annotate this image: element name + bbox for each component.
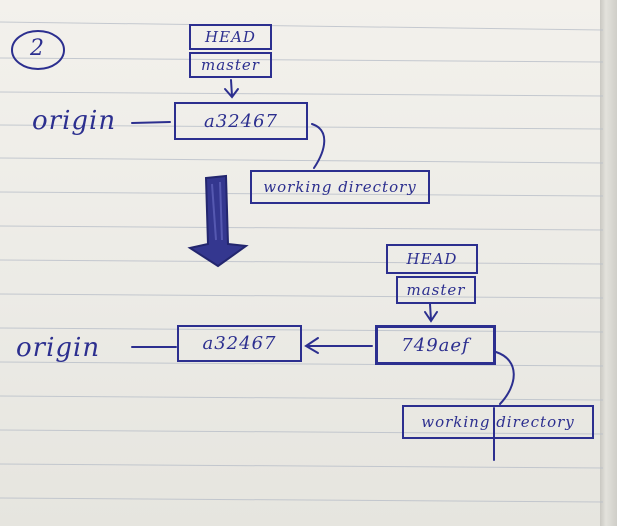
branch-label-top: master — [201, 56, 260, 74]
head-label-bottom: HEAD — [406, 250, 458, 268]
commit-box-top: a32467 — [174, 102, 308, 140]
step-number: 2 — [30, 36, 45, 61]
remote-commit-box-bottom: a32467 — [177, 325, 302, 362]
commit-id-bottom: 749aef — [401, 334, 470, 356]
origin-label-bottom: origin — [16, 333, 101, 363]
transition-arrow-icon — [187, 174, 249, 268]
origin-connector-top — [131, 121, 171, 124]
origin-label-top: origin — [32, 106, 117, 136]
workdir-link-top — [311, 123, 326, 169]
commit-box-bottom: 749aef — [375, 325, 496, 365]
workdir-link-bottom — [495, 351, 515, 405]
page-edge — [600, 0, 617, 526]
parent-arrow — [304, 337, 373, 354]
remote-commit-id-bottom: a32467 — [202, 333, 277, 354]
commit-id-top: a32467 — [204, 110, 278, 132]
workdir-label-bottom: working directory — [421, 413, 575, 431]
workdir-label-top: working directory — [263, 178, 417, 196]
workdir-box-bottom: working directory — [402, 405, 594, 439]
step-circle — [11, 30, 65, 70]
branch-label-bottom: master — [406, 281, 466, 299]
branch-box-top: master — [189, 52, 272, 78]
ruled-lines — [0, 21, 604, 503]
head-label-top: HEAD — [205, 28, 256, 46]
workdir-box-top: working directory — [250, 170, 430, 204]
branch-box-bottom: master — [396, 276, 476, 304]
head-box-top: HEAD — [189, 24, 272, 50]
head-arrow-top — [224, 79, 239, 99]
head-box-bottom: HEAD — [386, 244, 478, 274]
head-arrow-bottom — [424, 303, 438, 323]
